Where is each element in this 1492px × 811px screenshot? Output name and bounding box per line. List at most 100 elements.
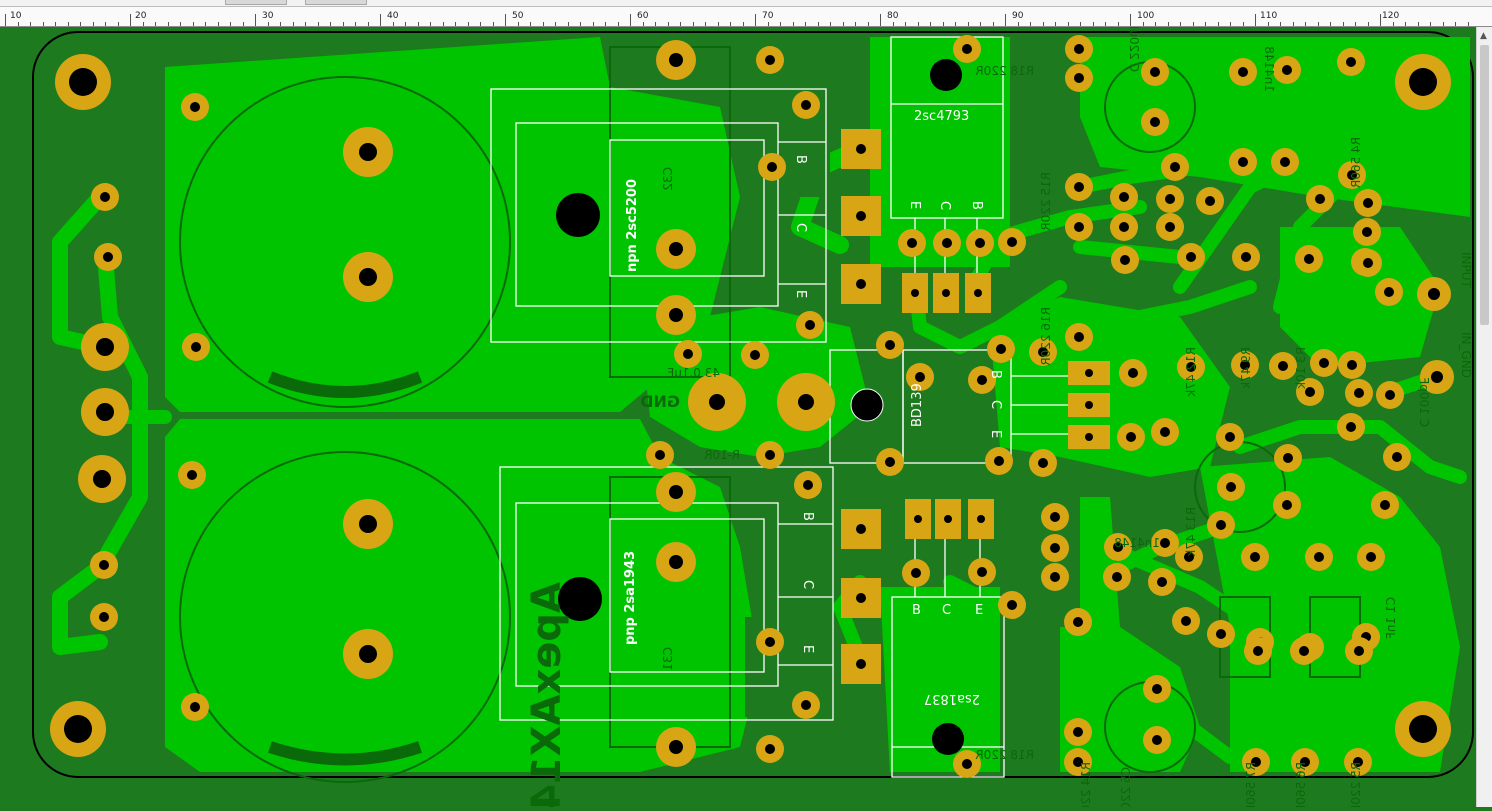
svg-text:43 0.1uF: 43 0.1uF [667, 366, 720, 380]
scroll-thumb[interactable] [1480, 45, 1489, 325]
drill-hole [750, 350, 760, 360]
brand-label: ApexAX14 [524, 582, 570, 807]
drill-hole [765, 744, 775, 754]
svg-text:B: B [793, 155, 808, 164]
drill-hole [669, 555, 683, 569]
gnd-label: GND [640, 392, 680, 411]
svg-text:R6 560R: R6 560R [1294, 762, 1308, 807]
square-pads[interactable] [841, 129, 1110, 684]
drill-hole [1409, 68, 1437, 96]
ruler-tick [680, 22, 681, 26]
svg-text:1n4148: 1n4148 [1262, 46, 1276, 92]
drill-hole [99, 560, 109, 570]
svg-text:E: E [988, 430, 1003, 438]
bias-label: BD139 [910, 383, 925, 427]
drill-hole [1186, 252, 1196, 262]
input-label: INPUT [1459, 252, 1473, 289]
svg-text:R14 220R: R14 220R [1079, 762, 1093, 807]
ruler-tick [480, 22, 481, 26]
toolbar-button[interactable] [225, 0, 287, 5]
ruler-tick [1267, 22, 1269, 26]
ruler-tick [5, 14, 6, 26]
pnp-label: pnp 2sa1943 [623, 551, 638, 645]
drill-hole [1050, 572, 1060, 582]
ruler-tick [1117, 22, 1119, 26]
svg-text:R5 220R: R5 220R [1349, 762, 1363, 807]
toolbar-button[interactable] [305, 0, 367, 5]
ruler-tick [467, 22, 469, 26]
drill-hole [359, 515, 377, 533]
ruler-tick [730, 22, 731, 26]
drill-hole [1354, 388, 1364, 398]
svg-text:C5 220uF: C5 220uF [1119, 767, 1133, 807]
ruler-tick [267, 22, 269, 26]
drill-hole [187, 470, 197, 480]
ruler-tick [1380, 14, 1381, 26]
drill-hole [907, 238, 917, 248]
ruler-label: 10 [10, 11, 22, 21]
ruler-tick [1405, 22, 1406, 26]
ruler-tick [1442, 22, 1444, 26]
drill-hole [1128, 368, 1138, 378]
ruler-tick [1317, 22, 1319, 26]
drill-hole [1431, 371, 1443, 383]
scroll-up-arrow-icon[interactable]: ▲ [1480, 31, 1487, 41]
svg-text:C 220uF: C 220uF [1127, 27, 1141, 72]
pcb-canvas[interactable]: npn 2sc5200 pnp 2sa1943 2sc4793 2sa1837 … [0, 22, 1476, 811]
svg-text:E: E [907, 201, 922, 209]
drill-hole [1409, 715, 1437, 743]
svg-text:C: C [942, 603, 951, 618]
vertical-scrollbar[interactable]: ▲ [1476, 27, 1492, 807]
drill-hole [977, 567, 987, 577]
drill-hole [683, 349, 693, 359]
ruler-tick [17, 22, 19, 26]
svg-text:C 100pF: C 100pF [1417, 377, 1431, 427]
drill-hole [1226, 482, 1236, 492]
svg-text:C: C [800, 580, 815, 589]
drill-hole [1073, 617, 1083, 627]
ruler-tick [1192, 22, 1194, 26]
drill-hole [962, 759, 972, 769]
drill-hole [1074, 182, 1084, 192]
ruler-tick [105, 22, 106, 26]
ruler-tick [1055, 22, 1056, 26]
drill-hole [64, 715, 92, 743]
drill-hole [1346, 422, 1356, 432]
drill-hole [1305, 387, 1315, 397]
ruler-tick [1017, 22, 1019, 26]
drill-hole [93, 470, 111, 488]
drill-hole [709, 394, 725, 410]
drill-hole [1392, 452, 1402, 462]
drill-hole [1074, 332, 1084, 342]
ruler-tick [955, 22, 956, 26]
ruler-tick [642, 22, 644, 26]
svg-text:R12 47k: R12 47k [1184, 347, 1198, 397]
ruler-tick [242, 22, 244, 26]
ruler-tick [530, 22, 531, 26]
drill-hole [100, 192, 110, 202]
ruler-tick [317, 22, 319, 26]
ruler-tick [1242, 22, 1244, 26]
drill-hole [669, 242, 683, 256]
ruler-tick [805, 22, 806, 26]
ruler-tick [855, 22, 856, 26]
ruler-tick [455, 22, 456, 26]
ruler-tick [1142, 22, 1144, 26]
ruler-tick [992, 22, 994, 26]
ruler-tick [1330, 22, 1331, 26]
drill-hole [1314, 552, 1324, 562]
pad-group[interactable] [50, 35, 1454, 778]
ruler-tick [42, 22, 44, 26]
ruler-tick [780, 22, 781, 26]
ruler-tick [1305, 22, 1306, 26]
drill-hole [1216, 520, 1226, 530]
ruler-tick [967, 22, 969, 26]
svg-text:R18 220R: R18 220R [975, 64, 1034, 78]
drill-hole [801, 700, 811, 710]
npn-label: npn 2sc5200 [625, 179, 640, 272]
drill-hole [1119, 192, 1129, 202]
drill-hole [1157, 577, 1167, 587]
ruler-tick [1280, 22, 1281, 26]
ruler-tick [280, 22, 281, 26]
